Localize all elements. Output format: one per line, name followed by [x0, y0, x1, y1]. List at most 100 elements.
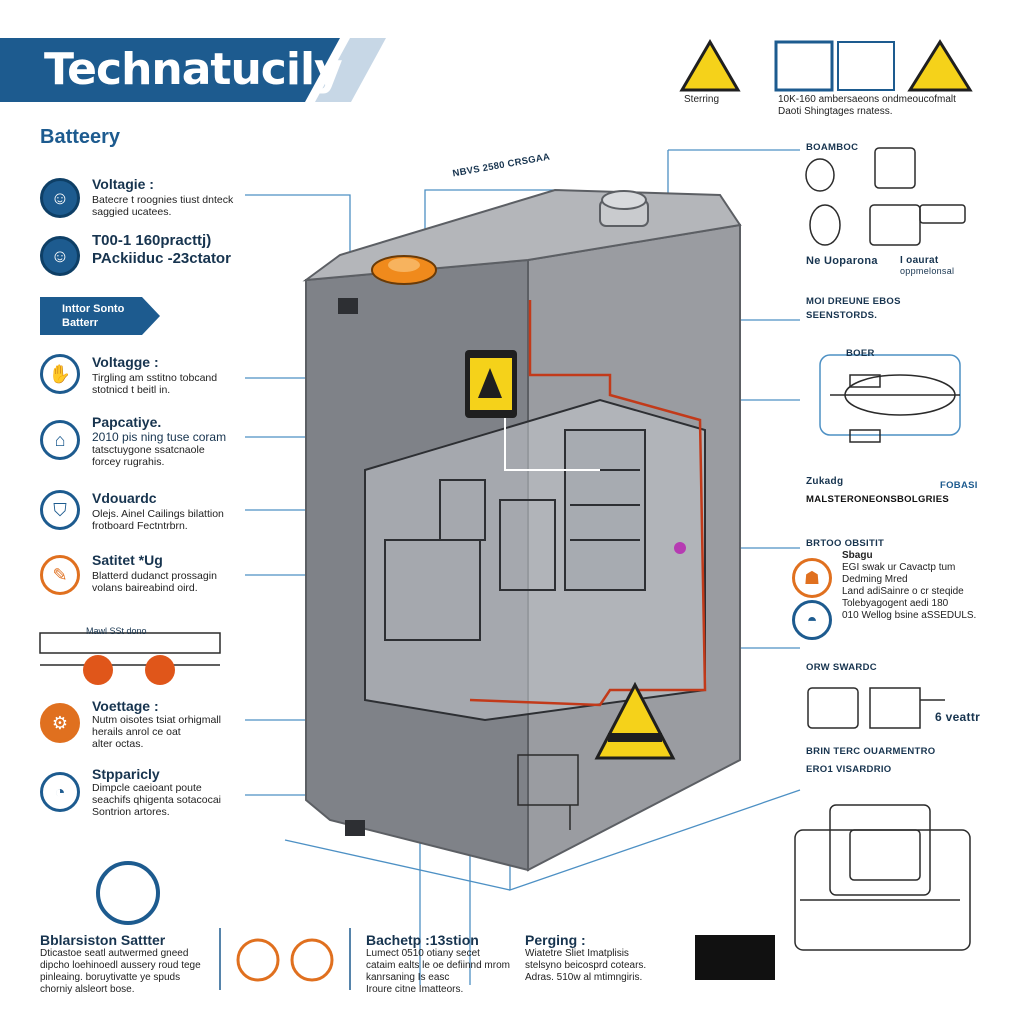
- page-title: Technatucily: [44, 44, 343, 95]
- tools-icon: ⚙: [40, 703, 80, 743]
- right-label: ORW SWARDC: [806, 662, 877, 673]
- safety-block: Sbagu EGI swak ur Cavactp tum Dedming Mr…: [842, 550, 976, 622]
- bottom-title: Perging :: [525, 932, 586, 948]
- safety-line: Dedming Mred: [842, 574, 908, 585]
- flame-icon: [837, 41, 895, 91]
- plug-silhouette-icon: [695, 935, 775, 980]
- item-desc-line: volans baireabind oird.: [92, 582, 198, 594]
- hand-icon: ✋: [40, 354, 80, 394]
- item-title: Voettage :: [92, 698, 159, 714]
- right-label: Ne Uoparona: [806, 255, 878, 267]
- item-desc: Dimpcle caeioant poute seachifs qhigenta…: [92, 782, 221, 818]
- item-desc: Tirgling am sstitno tobcand stotnicd t b…: [92, 372, 217, 396]
- right-label: MALSTERONEONSBOLGRIES: [806, 494, 950, 505]
- gauge-icon: ◔: [40, 772, 80, 812]
- item-desc: Blatterd dudanct prossagin volans bairea…: [92, 570, 217, 594]
- item-subtitle: PAckiiduc -23ctator: [92, 250, 231, 267]
- right-label: FOBASI: [940, 480, 978, 491]
- item-desc-line: Dimpcle caeioant poute: [92, 782, 202, 794]
- item-desc-line: forcey rugrahis.: [92, 456, 165, 468]
- bottom-desc-line: Iroure citne Imatteors.: [366, 984, 464, 995]
- section-pill: Inttor Sonto Batterr: [40, 297, 160, 335]
- item-desc-line: saggied ucatees.: [92, 206, 172, 218]
- right-label: ERO1 VISARDRIO: [806, 764, 892, 775]
- warning-triangle-icon: [679, 39, 741, 92]
- safety-line: EGI swak ur Cavactp tum: [842, 562, 956, 573]
- shield-icon: ⛉: [40, 490, 80, 530]
- item-title: Stpparicly: [92, 766, 160, 782]
- bulb-icon: [290, 938, 334, 982]
- top-right-text: 10K-160 ambersaeons ondmeoucofmalt Daoti…: [778, 94, 1008, 118]
- bottom-desc-line: dipcho loehinoedl aussery roud tege: [40, 960, 201, 971]
- bottom-title: Bblarsiston Sattter: [40, 932, 166, 948]
- safety-line: 010 Wellog bsine aSSEDULS.: [842, 610, 977, 621]
- bottom-desc-line: Dticastoe seatl autwermed gneed: [40, 948, 189, 959]
- plug-icon: [774, 40, 834, 92]
- component-sketches: [39, 147, 971, 951]
- item-desc-line: seachifs qhigenta sotacocai: [92, 794, 221, 806]
- connector-dots: [83, 542, 686, 685]
- item-title: Voltagie :: [92, 176, 154, 192]
- mini-label: Mawl SSt dono: [86, 626, 147, 636]
- right-label: BOER: [846, 348, 875, 359]
- item-desc-line: Sontrion artores.: [92, 806, 170, 818]
- item-title: Voltagge :: [92, 354, 159, 370]
- item-desc: tatsctuygone ssatcnaole forcey rugrahis.: [92, 444, 205, 468]
- safety-line: Land adiSainre o cr steqide: [842, 586, 964, 597]
- bulb-icon: [236, 938, 280, 982]
- warning-triangle-icon: [907, 39, 973, 92]
- warning-caption: Sterring: [684, 94, 720, 105]
- right-label: BRTOO OBSITIT: [806, 538, 885, 549]
- house-icon: ⌂: [40, 420, 80, 460]
- item-title: T00-1 160practtj): [92, 232, 212, 249]
- item-desc-line: Batecre t roognies tiust dnteck: [92, 194, 234, 206]
- bottom-desc-line: stelsyno beicosprd cotears.: [525, 960, 647, 971]
- right-label: SEENSTORDS.: [806, 310, 878, 321]
- item-desc-line: stotnicd t beitl in.: [92, 384, 171, 396]
- item-desc-line: alter octas.: [92, 738, 144, 750]
- item-desc: Batecre t roognies tiust dnteck saggied …: [92, 194, 233, 218]
- safety-title: Sbagu: [842, 550, 873, 561]
- item-desc-line: Tirgling am sstitno tobcand: [92, 372, 218, 384]
- bottom-desc-line: kanrsaning Is easc: [366, 972, 450, 983]
- item-desc-line: Olejs. Ainel Cailings bilattion: [92, 508, 224, 520]
- right-label: oppmelonsal: [900, 266, 955, 276]
- top-right-line-2: Daoti Shingtages rnatess.: [778, 106, 893, 117]
- shield-badge-icon: [96, 861, 160, 925]
- right-label: I oaurat: [900, 255, 939, 266]
- bottom-desc-line: pinleaing. boruytivatte ye spuds: [40, 972, 181, 983]
- bottom-desc: Wiatetre Sliet Imatplisis stelsyno beico…: [525, 948, 646, 984]
- top-right-line-1: 10K-160 ambersaeons ondmeoucofmalt: [778, 94, 956, 105]
- item-title: Vdouardc: [92, 490, 157, 506]
- bottom-desc: Dticastoe seatl autwermed gneed dipcho l…: [40, 948, 201, 996]
- person-icon: ☺: [40, 236, 80, 276]
- battery-diagram: [302, 188, 742, 872]
- bottom-desc-line: Lumect 0510 otiany secet: [366, 948, 480, 959]
- chart-icon: ✎: [40, 555, 80, 595]
- helmet-icon: ◓: [792, 600, 832, 640]
- item-title: Satitet *Ug: [92, 552, 163, 568]
- right-label: BOAMBOC: [806, 142, 859, 153]
- item-desc-line: Nutm oisotes tsiat orhigmall: [92, 714, 221, 726]
- person-icon: ☺: [40, 178, 80, 218]
- bottom-title: Bachetp :13stion: [366, 932, 479, 948]
- worker-icon: ☗: [792, 558, 832, 598]
- safety-line: Tolebyagogent aedi 180: [842, 598, 949, 609]
- item-desc-line: tatsctuygone ssatcnaole: [92, 444, 205, 456]
- bottom-desc-line: cataim ealts le oe defiinnd mrom: [366, 960, 510, 971]
- bottom-desc-line: chorniy alsleort bose.: [40, 984, 135, 995]
- right-label: Zukadg: [806, 476, 844, 487]
- item-desc-line: herails anrol ce oat: [92, 726, 181, 738]
- item-title: Papcatiye.: [92, 414, 162, 430]
- right-label: 6 veattr: [935, 710, 981, 724]
- item-desc: Nutm oisotes tsiat orhigmall herails anr…: [92, 714, 221, 750]
- item-desc: Olejs. Ainel Cailings bilattion frotboar…: [92, 508, 224, 532]
- bottom-desc-line: Adras. 510w al mtimngiris.: [525, 972, 643, 983]
- bottom-desc: Lumect 0510 otiany secet cataim ealts le…: [366, 948, 510, 996]
- bottom-desc-line: Wiatetre Sliet Imatplisis: [525, 948, 629, 959]
- pill-line: Inttor Sonto: [62, 303, 125, 315]
- item-desc-line: Blatterd dudanct prossagin: [92, 570, 217, 582]
- item-subtitle: 2010 pis ning tuse coram: [92, 430, 227, 444]
- right-label: BRIN TERC OUARMENTRO: [806, 746, 936, 757]
